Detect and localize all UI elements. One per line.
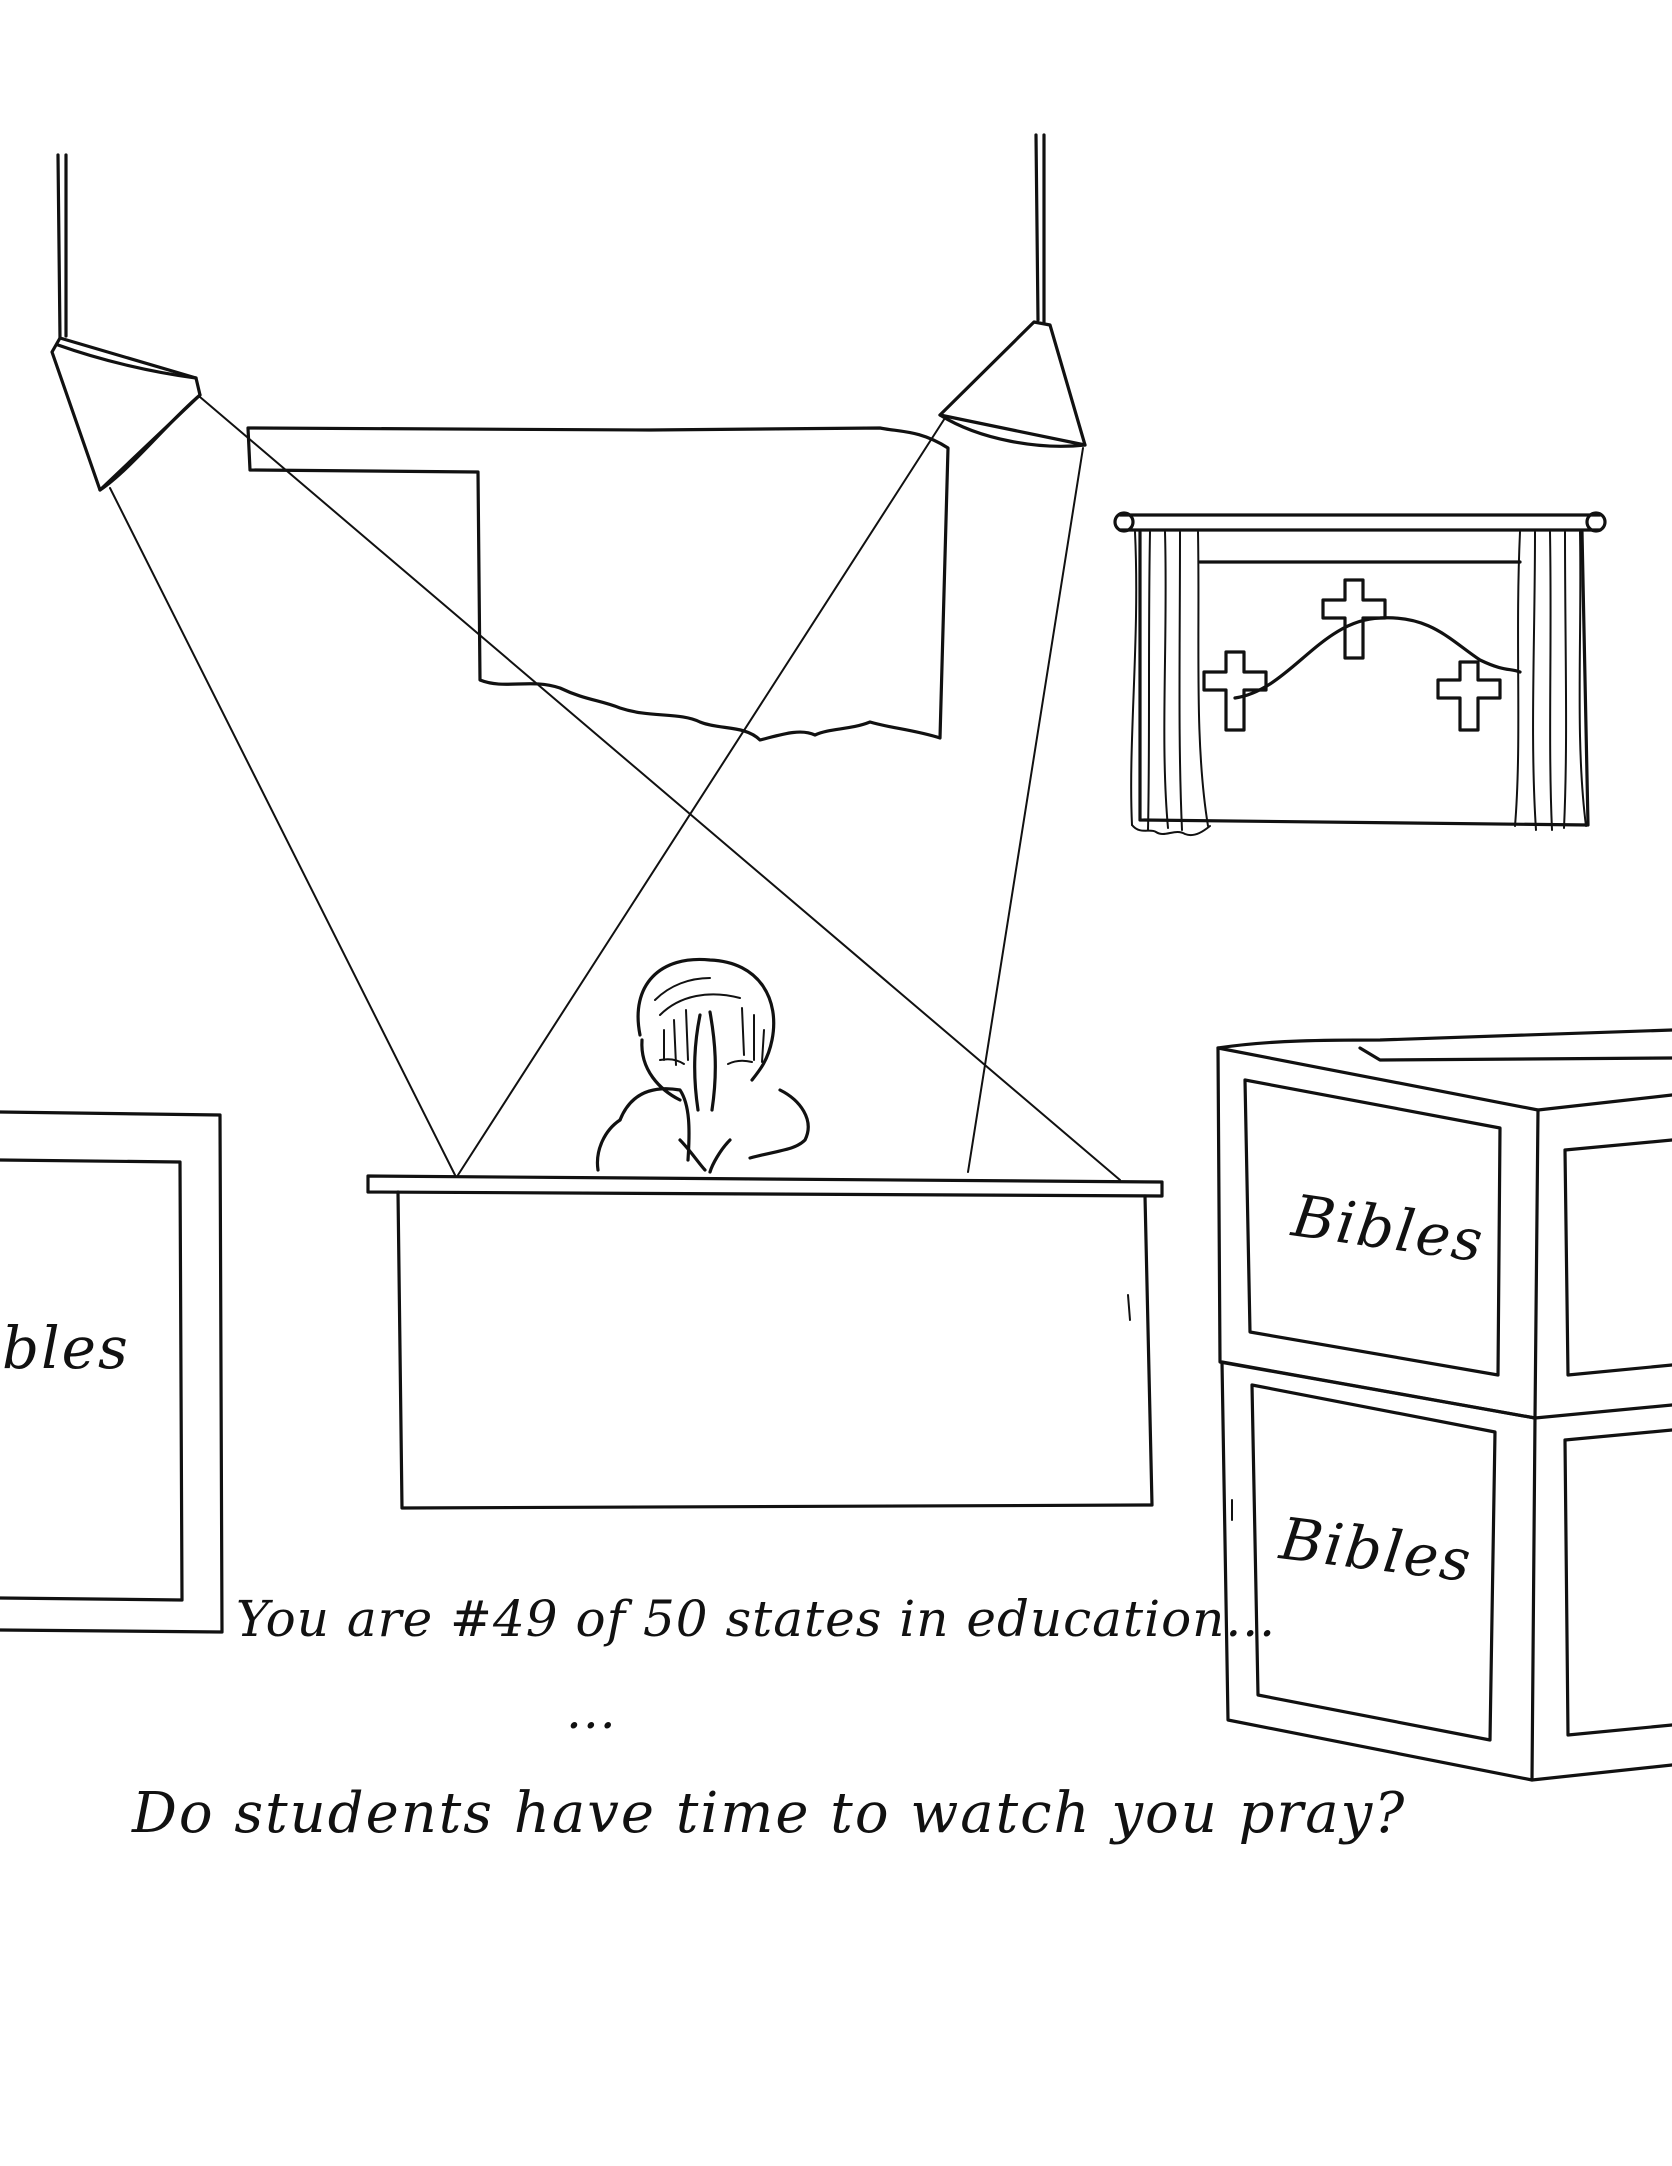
right-top-box-label: Bibles: [1287, 1181, 1489, 1275]
caption-line-2: Do students have time to watch you pray?: [131, 1781, 1406, 1846]
caption-ellipsis: ...: [566, 1682, 617, 1740]
right-spotlight: [938, 133, 1087, 448]
left-spotlight: [50, 153, 202, 492]
praying-figure: [595, 957, 810, 1174]
caption-line-1: You are #49 of 50 states in education...: [236, 1590, 1276, 1648]
light-beams: [109, 396, 1121, 1181]
oklahoma-map: [246, 426, 950, 742]
right-bottom-box-label: Bibles: [1275, 1504, 1476, 1595]
right-bibles-boxes: Bibles Bibles: [1216, 1028, 1672, 1782]
left-box-label: bles: [2, 1314, 130, 1382]
left-bibles-box: bles: [0, 1110, 224, 1634]
podium: [366, 1174, 1164, 1510]
crosses-picture: [1113, 511, 1607, 836]
